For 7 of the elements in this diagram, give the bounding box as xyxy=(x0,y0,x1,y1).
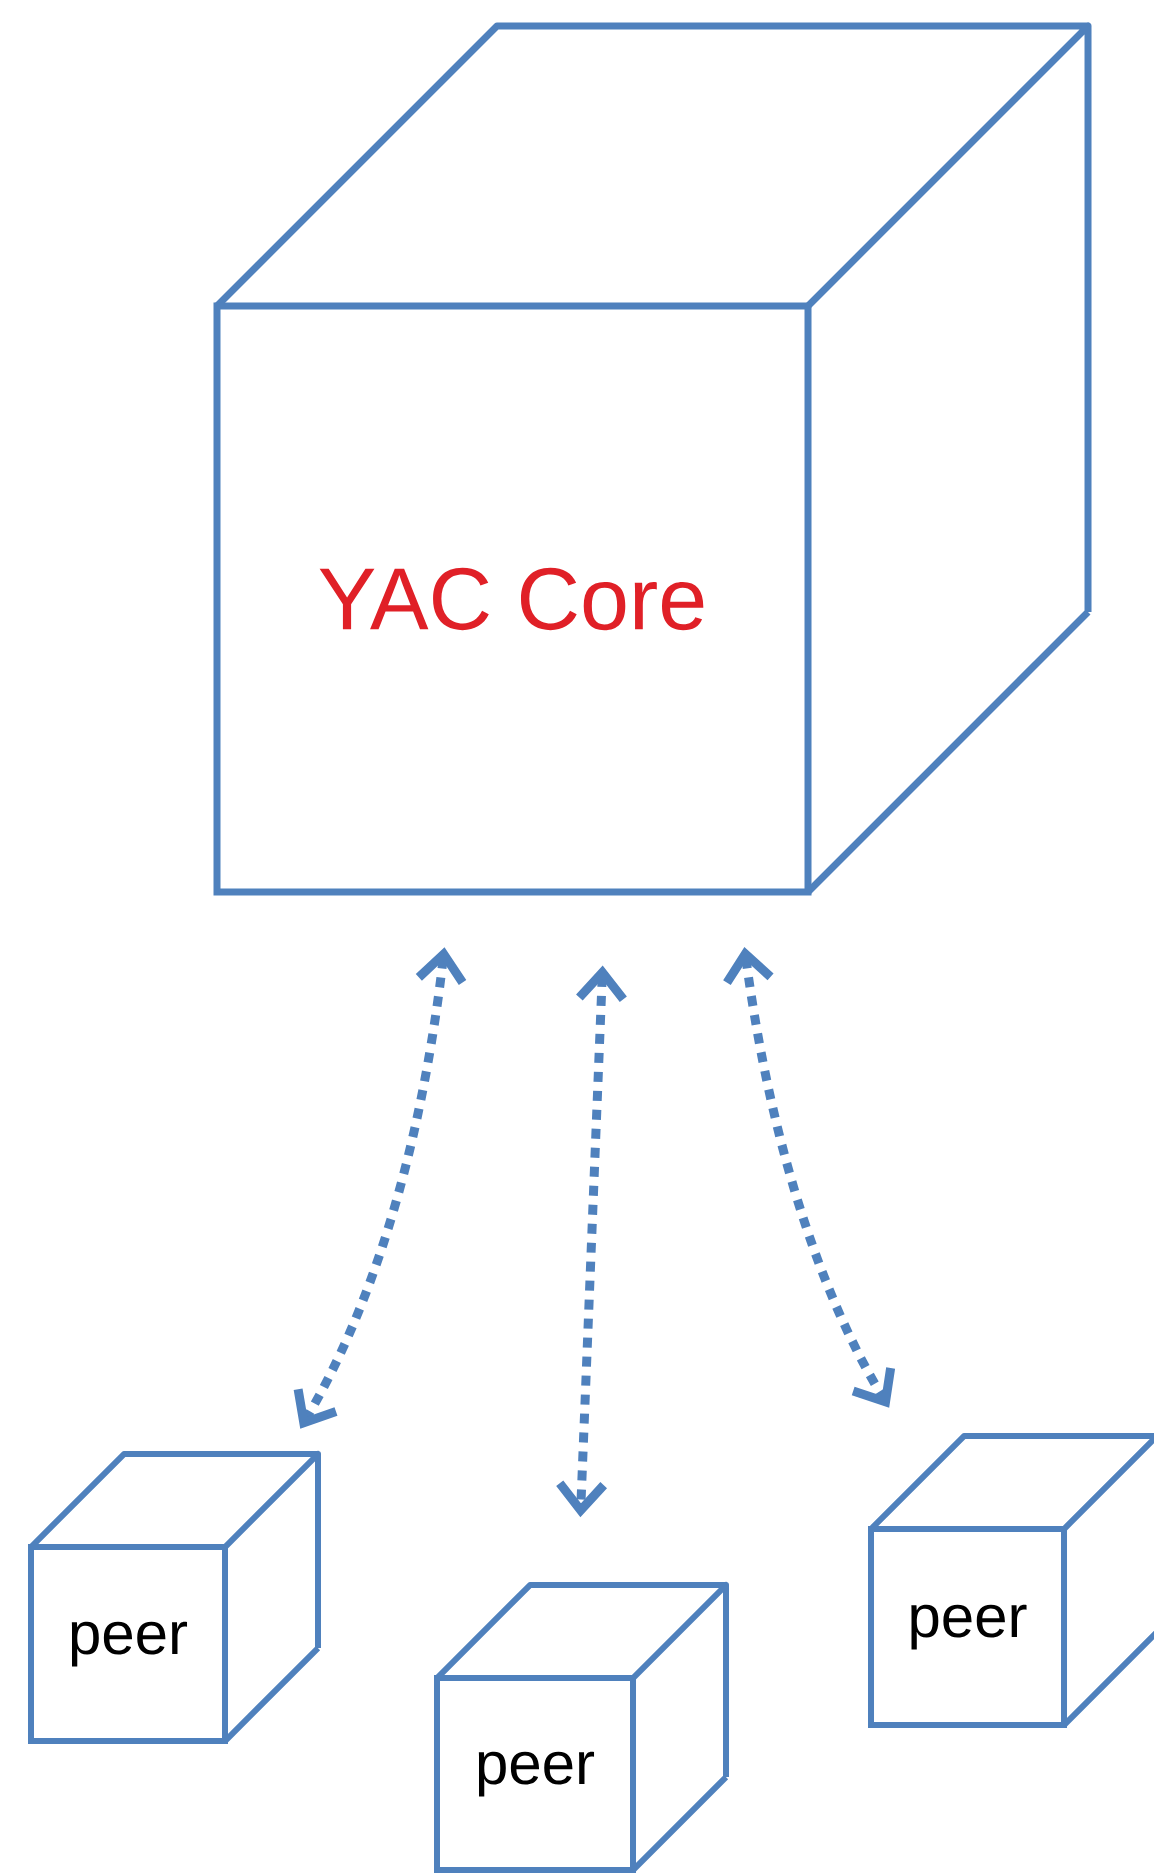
arrow xyxy=(723,947,896,1408)
cube: peer xyxy=(434,1582,729,1873)
arrow xyxy=(556,965,627,1518)
cube: peer xyxy=(868,1433,1154,1728)
cube: YAC Core xyxy=(213,22,1092,896)
cube: peer xyxy=(28,1451,321,1744)
arrow xyxy=(293,947,467,1429)
